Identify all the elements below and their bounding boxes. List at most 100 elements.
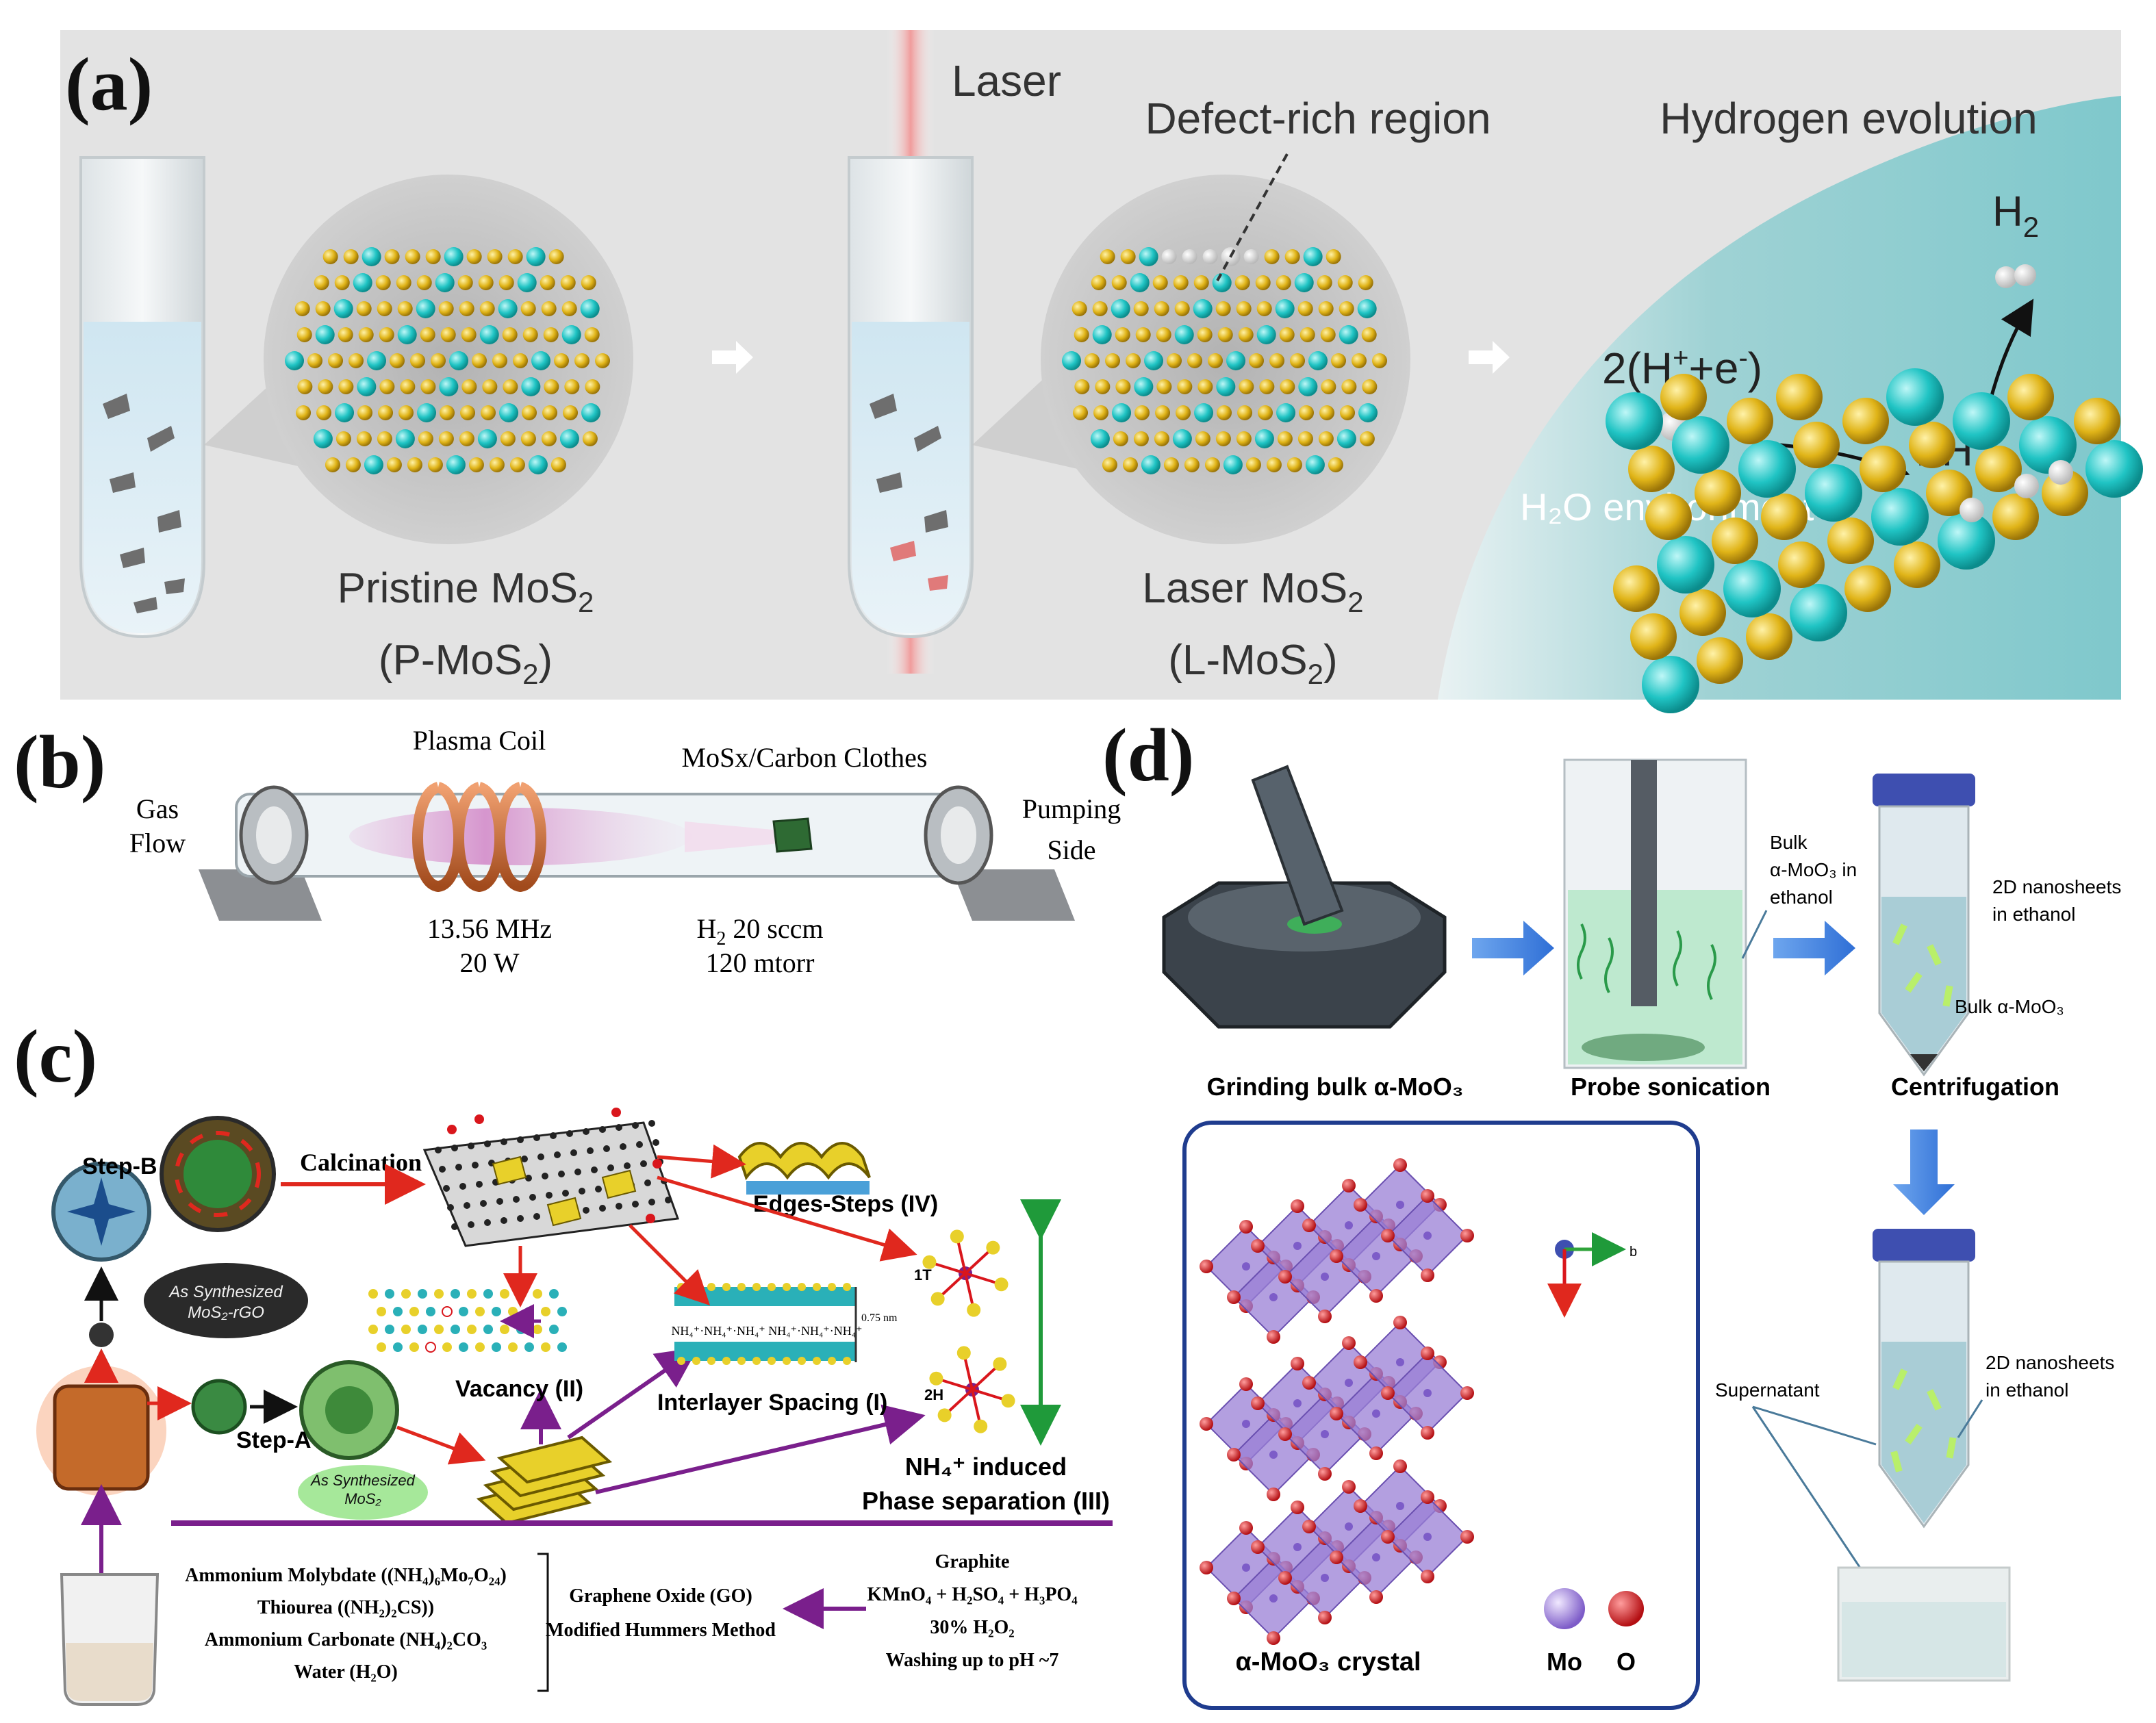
s-atom (956, 1346, 971, 1360)
pristine-lattice (285, 247, 611, 474)
vacancy-lattice (368, 1289, 567, 1353)
s-atom (479, 301, 495, 316)
s-atom (296, 327, 312, 342)
reagent-list: Ammonium Molybdate ((NH₄)₆Mo₇O₂₄)Thioure… (185, 1565, 507, 1683)
beaker (60, 1573, 160, 1706)
mo-atom (333, 299, 353, 318)
h2-flow-pre: H (696, 913, 716, 944)
o-atom (1354, 1499, 1367, 1513)
arrow-right-icon (712, 341, 753, 374)
h2-flow-post: 20 sccm (726, 913, 823, 944)
s-atom (1133, 301, 1149, 316)
graphite-step: KMnO₄ + H₂SO₄ + H₃PO₄ (867, 1584, 1078, 1605)
s-atom (459, 431, 474, 446)
mo-atom (1294, 273, 1314, 292)
s-atom (752, 1283, 761, 1291)
rgo-powder (144, 1263, 308, 1338)
laser-lattice (1062, 247, 1388, 474)
reactant-sup1: + (1673, 343, 1688, 373)
mo-atom (1606, 392, 1663, 450)
lattice-atom (549, 1289, 559, 1299)
graphite-step: Graphite (935, 1551, 1010, 1572)
s-atom (377, 431, 392, 446)
hydrogen-evolution-label: Hydrogen evolution (1660, 94, 2037, 143)
s-atom (1266, 457, 1282, 472)
o-atom (1342, 1336, 1356, 1350)
svg-text:Pristine MoS2: Pristine MoS2 (338, 565, 594, 618)
vacancy-site (442, 1306, 453, 1317)
carbon-atom (607, 1164, 614, 1171)
lattice-atom (500, 1325, 509, 1334)
s-atom (334, 275, 350, 290)
reagent-bracket (537, 1553, 549, 1692)
plasma-coil (412, 782, 546, 893)
s-atom (509, 457, 525, 472)
lattice-atom (533, 1289, 542, 1299)
mo-atom (1242, 1420, 1250, 1428)
carbon-atom (455, 1164, 462, 1171)
mo-atom (477, 429, 497, 448)
s-atom (813, 1283, 821, 1291)
s-atom (438, 301, 454, 316)
mo-atom (1345, 1221, 1353, 1229)
s-atom (1100, 249, 1115, 264)
mo-atom (1216, 377, 1236, 396)
s-atom (520, 431, 536, 446)
s-atom (459, 301, 474, 316)
s-atom (737, 1357, 746, 1365)
o-legend-marker (1608, 1591, 1644, 1626)
mo-atom (1194, 403, 1214, 422)
pristine-label-sub: 2 (578, 586, 594, 618)
carbon-atom (459, 1183, 466, 1190)
o-atom (1381, 1229, 1395, 1242)
s-atom (1208, 353, 1223, 368)
plasma-coil-label: Plasma Coil (413, 725, 546, 756)
s-atom (466, 249, 482, 264)
s-atom (1276, 275, 1291, 290)
s-atom (379, 379, 395, 394)
supernatant-label: Supernatant (1715, 1379, 1820, 1401)
s-atom (338, 327, 353, 342)
s-atom (384, 249, 400, 264)
s-atom (357, 405, 373, 420)
s-atom (405, 249, 420, 264)
lattice-atom (492, 1307, 501, 1316)
mo-atom (395, 429, 415, 448)
s-atom (1234, 275, 1250, 290)
s-atom (1328, 457, 1343, 472)
lattice-atom (409, 1342, 419, 1352)
mo-atom (517, 273, 537, 292)
mo-atom (498, 299, 518, 318)
s-atom (1236, 431, 1252, 446)
carbon-atom (648, 1120, 655, 1127)
s-atom (1176, 405, 1191, 420)
s-atom (582, 431, 598, 446)
s-atom (438, 431, 454, 446)
s-atom (420, 327, 435, 342)
lattice-atom (393, 1307, 403, 1316)
s-atom (1776, 374, 1823, 420)
s-atom (500, 431, 516, 446)
s-atom (1163, 457, 1179, 472)
s-atom (427, 457, 443, 472)
mo-atom (353, 273, 372, 292)
stand-left (199, 869, 322, 921)
panel-b: (b) Gas Flow Plasma Coil MoSx/Carbon Clo… (14, 720, 1121, 978)
s-atom (375, 275, 391, 290)
mo-atom (1672, 416, 1729, 474)
panel-d-label: (d) (1102, 713, 1194, 797)
s-atom (1269, 353, 1285, 368)
oxygen-atom (447, 1125, 457, 1134)
reactant-label: 2(H++e-) (1602, 343, 1762, 393)
ammonium-intercalant-label: NH₄⁺·NH₄⁺·NH₄⁺ NH₄⁺·NH₄⁺·NH₄⁺ (671, 1324, 862, 1338)
s-atom (294, 301, 310, 316)
pristine-label-line2-post: ) (538, 637, 553, 684)
gas-flow-line1: Gas (136, 793, 179, 824)
gas-flow-line2: Flow (129, 828, 186, 858)
mo-atom (1141, 455, 1161, 474)
mos2-flake (492, 1156, 527, 1186)
mo-atom (357, 377, 377, 396)
s-atom (843, 1357, 851, 1365)
s-atom (1134, 405, 1150, 420)
